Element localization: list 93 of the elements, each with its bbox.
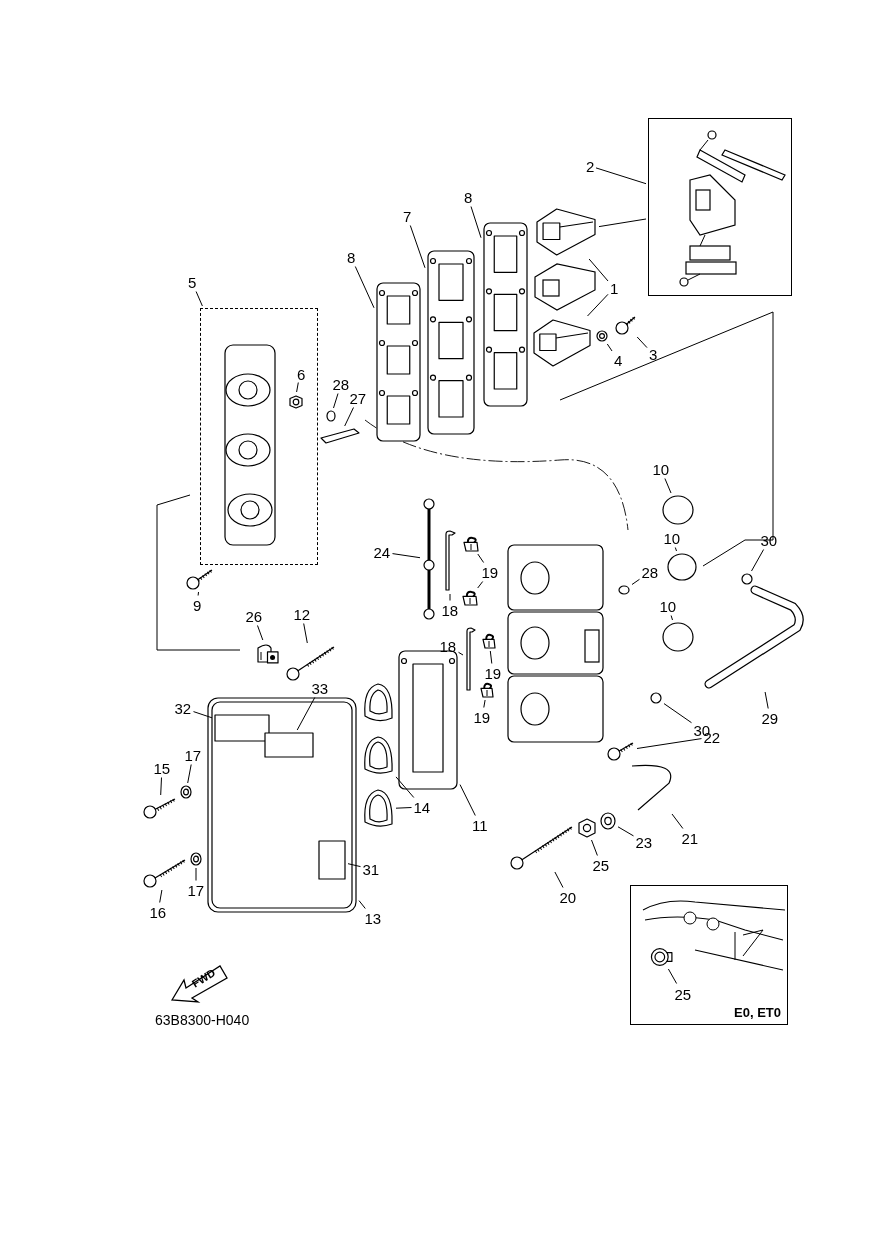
inset-box (630, 885, 788, 1025)
callout-number: 18 (439, 638, 457, 654)
callout-number: 20 (559, 889, 577, 905)
leader-line (187, 764, 192, 784)
callout-number: 33 (311, 680, 329, 696)
callout-number: 10 (663, 530, 681, 546)
leader-line (395, 807, 412, 809)
leader-line (392, 553, 421, 559)
leader-line (671, 813, 684, 829)
leader-line (257, 625, 264, 641)
callout-number: 25 (674, 986, 692, 1002)
leader-line (347, 863, 361, 868)
part-code: 63B8300-H040 (155, 1012, 250, 1028)
callout-number: 10 (659, 598, 677, 614)
callout-number: 14 (413, 799, 431, 815)
callout-number: 28 (641, 564, 659, 580)
callout-number: 12 (293, 606, 311, 622)
leader-line (160, 777, 162, 796)
leader-line (664, 478, 672, 494)
callout-number: 6 (297, 366, 306, 382)
leader-line (459, 784, 476, 816)
leader-line (489, 650, 493, 664)
leader-line (587, 293, 609, 317)
leader-line (197, 591, 199, 596)
callout-number: 19 (484, 665, 502, 681)
leader-line (617, 826, 634, 837)
leader-line (588, 258, 609, 282)
leader-line (333, 393, 339, 409)
callout-number: 5 (188, 274, 197, 290)
leader-line (667, 968, 678, 984)
leader-line (764, 691, 769, 709)
leader-line (595, 167, 647, 185)
leader-line (395, 776, 415, 798)
callout-number: 19 (473, 709, 491, 725)
callout-number: 8 (464, 189, 473, 205)
leader-line (409, 225, 426, 269)
leader-line (354, 266, 375, 309)
callout-number: 21 (681, 830, 699, 846)
callout-number: 28 (332, 376, 350, 392)
leader-line (663, 703, 692, 724)
callout-number: 15 (153, 760, 171, 776)
leader-line (554, 871, 564, 888)
callout-number: 19 (481, 564, 499, 580)
callout-number: 1 (610, 280, 619, 296)
leader-line (296, 697, 316, 731)
callout-number: 11 (472, 817, 488, 833)
variant-label: E0, ET0 (734, 1005, 781, 1020)
callout-number: 24 (373, 544, 391, 560)
callout-number: 2 (586, 158, 595, 174)
leader-line (598, 218, 647, 228)
leader-line (674, 547, 677, 552)
callout-number: 17 (184, 747, 202, 763)
callout-number: 18 (441, 602, 459, 618)
leader-line (195, 867, 197, 881)
callout-number: 29 (761, 710, 779, 726)
leader-line (477, 581, 484, 589)
leader-line (195, 291, 203, 307)
leader-line (458, 651, 464, 656)
leader-line (751, 549, 765, 572)
leader-line (344, 407, 354, 427)
leader-line (591, 839, 598, 856)
callout-number: 31 (362, 861, 380, 877)
leader-line (470, 206, 482, 239)
leader-line (670, 615, 673, 621)
inset-box (648, 118, 792, 296)
leader-line (193, 711, 213, 719)
callout-number: 25 (592, 857, 610, 873)
leader-line (483, 699, 486, 708)
leader-line (159, 889, 163, 903)
callout-number: 3 (649, 346, 658, 362)
leader-line (477, 553, 485, 563)
leader-line (606, 343, 613, 352)
leader-line (449, 593, 451, 601)
leader-line (636, 738, 702, 749)
callout-number: 16 (149, 904, 167, 920)
leader-line (296, 382, 299, 393)
callout-number: 17 (187, 882, 205, 898)
callout-number: 32 (174, 700, 192, 716)
callout-number: 4 (614, 352, 623, 368)
leader-line (303, 623, 308, 644)
callout-number: 23 (635, 834, 653, 850)
callout-number: 26 (245, 608, 263, 624)
callout-number: 10 (652, 461, 670, 477)
leader-line (636, 336, 648, 349)
arrow-label: FWD (189, 966, 218, 990)
callout-number: 7 (403, 208, 412, 224)
callout-number: 13 (364, 910, 382, 926)
callout-number: 9 (193, 597, 202, 613)
leader-line (631, 578, 640, 585)
callout-number: 30 (760, 532, 778, 548)
callout-number: 8 (347, 249, 356, 265)
leader-line (358, 900, 366, 909)
callout-number: 27 (349, 390, 367, 406)
